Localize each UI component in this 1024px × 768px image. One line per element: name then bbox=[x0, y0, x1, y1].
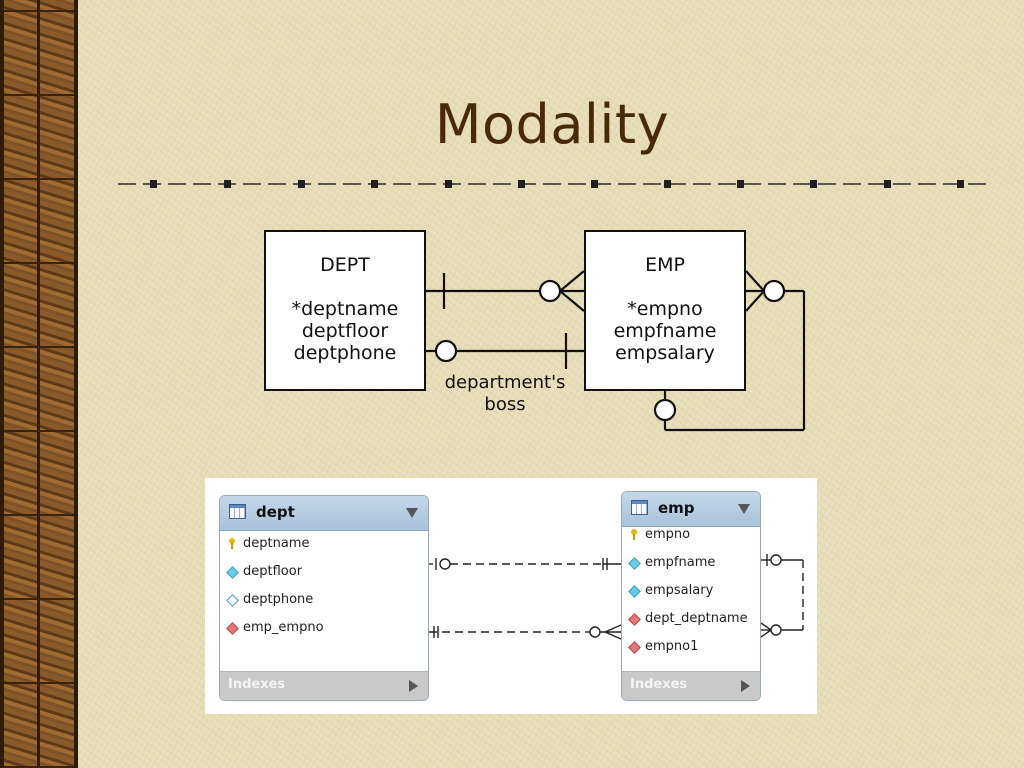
workbench-relationship-lines bbox=[429, 554, 804, 640]
column-name: empno bbox=[645, 527, 691, 542]
primary-key-icon bbox=[229, 538, 235, 549]
table-column[interactable]: deptfloor bbox=[220, 559, 428, 587]
emp-entity: EMP *empno empfname empsalary bbox=[584, 230, 746, 391]
dept-attribute: deptfloor bbox=[301, 320, 389, 342]
dept-attribute: *deptname bbox=[291, 298, 399, 320]
table-icon bbox=[229, 504, 246, 519]
relationship-label-line: department's bbox=[444, 372, 566, 393]
table-column[interactable]: dept_deptname bbox=[622, 606, 760, 634]
attribute-icon bbox=[628, 557, 641, 570]
indexes-bar[interactable]: Indexes bbox=[622, 671, 760, 700]
emp-attribute: empfname bbox=[613, 320, 717, 342]
foreign-key-icon bbox=[628, 641, 641, 654]
dept-entity-name: DEPT bbox=[320, 254, 370, 276]
emp-attribute: *empno bbox=[627, 298, 703, 320]
dept-table[interactable]: dept deptname deptfloor deptphone emp_em… bbox=[219, 495, 429, 701]
column-name: emp_empno bbox=[243, 620, 324, 635]
table-column[interactable]: empno1 bbox=[622, 634, 760, 662]
dept-entity: DEPT *deptname deptfloor deptphone bbox=[264, 230, 426, 391]
table-column[interactable]: emp_empno bbox=[220, 615, 428, 643]
relationship-label: department's boss bbox=[430, 372, 580, 416]
column-name: deptfloor bbox=[243, 564, 303, 579]
table-header[interactable]: dept bbox=[220, 496, 428, 531]
dept-attribute: deptphone bbox=[293, 342, 397, 364]
primary-key-icon bbox=[631, 529, 637, 540]
table-name: dept bbox=[256, 503, 295, 521]
foreign-key-icon bbox=[226, 622, 239, 635]
column-name: dept_deptname bbox=[645, 611, 748, 626]
table-column[interactable]: deptname bbox=[220, 531, 428, 559]
attribute-icon bbox=[628, 585, 641, 598]
collapse-icon[interactable] bbox=[738, 504, 750, 514]
collapse-icon[interactable] bbox=[406, 508, 418, 518]
column-name: deptname bbox=[243, 536, 310, 551]
table-header[interactable]: emp bbox=[622, 492, 760, 527]
column-name: empno1 bbox=[645, 639, 699, 654]
expand-icon[interactable] bbox=[409, 680, 418, 692]
emp-entity-name: EMP bbox=[645, 254, 685, 276]
emp-attribute: empsalary bbox=[615, 342, 715, 364]
table-column[interactable]: empno bbox=[622, 522, 760, 550]
expand-icon[interactable] bbox=[741, 680, 750, 692]
indexes-label: Indexes bbox=[228, 677, 286, 692]
nullable-attribute-icon bbox=[226, 594, 239, 607]
title-divider bbox=[118, 180, 993, 188]
column-name: empsalary bbox=[645, 583, 714, 598]
column-name: deptphone bbox=[243, 592, 314, 607]
table-column[interactable]: empfname bbox=[622, 550, 760, 578]
foreign-key-icon bbox=[628, 613, 641, 626]
column-name: empfname bbox=[645, 555, 716, 570]
slide-title: Modality bbox=[434, 93, 670, 156]
emp-table[interactable]: emp empno empfname empsalary dept_deptna… bbox=[621, 491, 761, 701]
indexes-bar[interactable]: Indexes bbox=[220, 671, 428, 700]
indexes-label: Indexes bbox=[630, 677, 688, 692]
attribute-icon bbox=[226, 566, 239, 579]
table-column[interactable]: deptphone bbox=[220, 587, 428, 615]
table-name: emp bbox=[658, 499, 695, 517]
workbench-diagram-panel: dept deptname deptfloor deptphone emp_em… bbox=[205, 478, 817, 714]
relationship-label-line: boss bbox=[484, 394, 526, 415]
table-icon bbox=[631, 500, 648, 515]
table-column[interactable]: empsalary bbox=[622, 578, 760, 606]
decorative-wood-strip bbox=[0, 0, 78, 768]
